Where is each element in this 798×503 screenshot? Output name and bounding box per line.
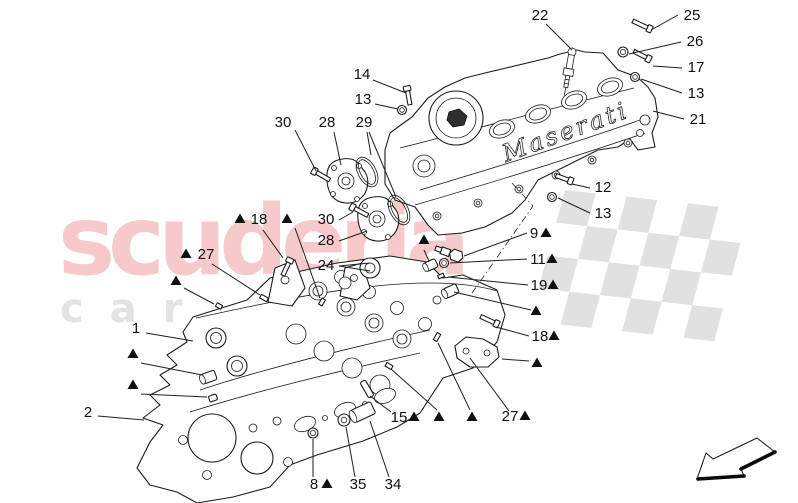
callout-label: 34	[385, 476, 402, 493]
engine-line-art: Maserati	[136, 18, 659, 503]
direction-arrow-icon	[696, 437, 777, 481]
callout-label: 13	[355, 91, 372, 108]
assembly-marker-triangle	[281, 213, 293, 223]
callout-label: 28	[319, 114, 336, 131]
assembly-marker-triangle	[127, 348, 139, 358]
o-ring-lower	[387, 194, 411, 226]
callout-label: 8	[310, 476, 318, 493]
spacer-part	[348, 401, 376, 424]
assembly-marker-triangle	[408, 411, 420, 421]
assembly-marker-triangle	[180, 248, 192, 258]
assembly-marker-triangle	[546, 253, 558, 263]
callout-label: 11	[530, 251, 546, 268]
checkered-flag-watermark	[538, 190, 741, 342]
callout-label: 19	[531, 277, 548, 294]
assembly-marker-triangle	[540, 227, 552, 237]
callout-label: 27	[198, 246, 215, 263]
assembly-marker-triangle	[548, 330, 560, 340]
callout-label: 12	[595, 179, 612, 196]
assembly-marker-triangle	[531, 357, 543, 367]
assembly-marker-triangle	[433, 411, 445, 421]
callout-label: 1	[132, 320, 140, 337]
assembly-axis-line	[469, 182, 534, 297]
callout-label: 35	[350, 476, 367, 493]
assembly-marker-triangle	[530, 305, 542, 315]
cover-bolt-ears	[432, 114, 651, 221]
thermostat-housing-upper	[326, 158, 369, 204]
hardware-parts	[199, 18, 654, 439]
callout-label: 14	[354, 66, 371, 83]
callout-label: 13	[595, 205, 612, 222]
callout-label: 9	[530, 225, 538, 242]
assembly-marker-triangle	[321, 478, 333, 488]
bracket-part	[454, 336, 500, 368]
deck-ports	[294, 387, 396, 433]
thermostat-housing-lower	[357, 196, 400, 242]
valve-spring-bores	[285, 270, 432, 396]
callout-label: 25	[684, 7, 701, 24]
assembly-marker-triangle	[547, 279, 559, 289]
callout-label: 27	[502, 408, 519, 425]
callout-label: 18	[251, 211, 268, 228]
callout-label: 22	[532, 7, 549, 24]
leader-lines	[97, 14, 685, 478]
camshaft-cover: Maserati	[384, 49, 659, 236]
callout-label: 30	[318, 211, 335, 228]
callout-label: 17	[688, 59, 705, 76]
plug-part-22	[562, 47, 577, 96]
callout-label: 2	[84, 404, 92, 421]
cover-ports	[489, 77, 623, 139]
o-ring-upper	[355, 156, 379, 188]
callout-label: 18	[532, 328, 549, 345]
assembly-marker-triangle	[234, 213, 246, 223]
callout-label: 13	[688, 85, 705, 102]
callout-label: 28	[318, 232, 335, 249]
assembly-marker-triangle	[127, 379, 139, 389]
callout-label: 15	[391, 409, 408, 426]
callout-label: 26	[687, 33, 704, 50]
callout-label: 24	[318, 257, 335, 274]
assembly-marker-triangle	[519, 410, 531, 420]
assembly-marker-triangle	[466, 411, 478, 421]
callout-labels: 22 25 26 17 13 21 14 13 30 28 29 12 13 9…	[84, 7, 707, 493]
assembly-marker-triangle	[170, 275, 182, 285]
callout-label: 21	[690, 111, 707, 128]
assembly-marker-triangle	[418, 234, 430, 244]
callout-label: 30	[275, 114, 292, 131]
callout-label: 29	[356, 114, 373, 131]
